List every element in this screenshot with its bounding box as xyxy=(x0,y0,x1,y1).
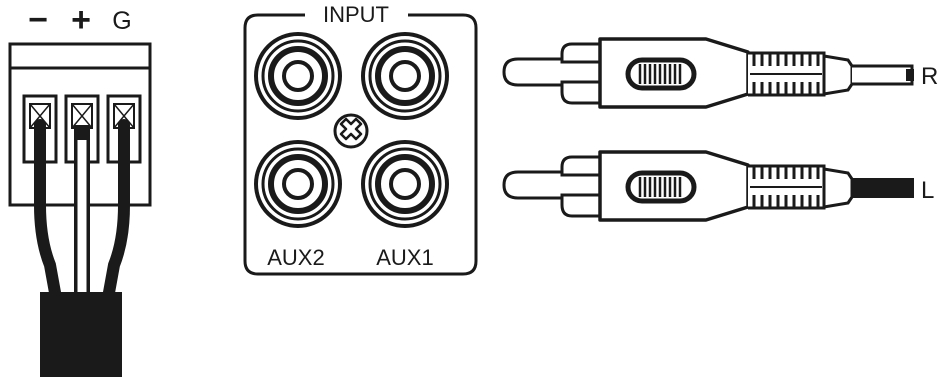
rca-jack-aux1-top[interactable] xyxy=(361,32,449,120)
input-panel-frame xyxy=(243,13,478,276)
channel-l-label: L xyxy=(921,177,934,204)
rca-jack-aux2-top[interactable] xyxy=(254,32,342,120)
cable-jacket xyxy=(40,292,122,377)
channel-r-label: R xyxy=(921,63,938,90)
terminal-minus-label: − xyxy=(28,1,48,39)
input-panel: INPUT A xyxy=(243,2,478,276)
rca-plug-right xyxy=(502,37,914,109)
terminal-ground-label: G xyxy=(112,7,131,35)
terminal-plus-label: + xyxy=(71,1,91,39)
rca-jack-aux1-bottom[interactable] xyxy=(361,140,449,228)
wire-minus xyxy=(34,119,62,304)
speaker-wires xyxy=(34,119,130,377)
aux1-label: AUX1 xyxy=(376,245,433,270)
aux2-label: AUX2 xyxy=(267,245,324,270)
rca-jack-aux2-bottom[interactable] xyxy=(254,140,342,228)
input-panel-title: INPUT xyxy=(323,2,389,27)
panel-screw-icon xyxy=(333,113,369,149)
wire-ground xyxy=(102,119,130,304)
rca-plug-left xyxy=(502,150,914,222)
